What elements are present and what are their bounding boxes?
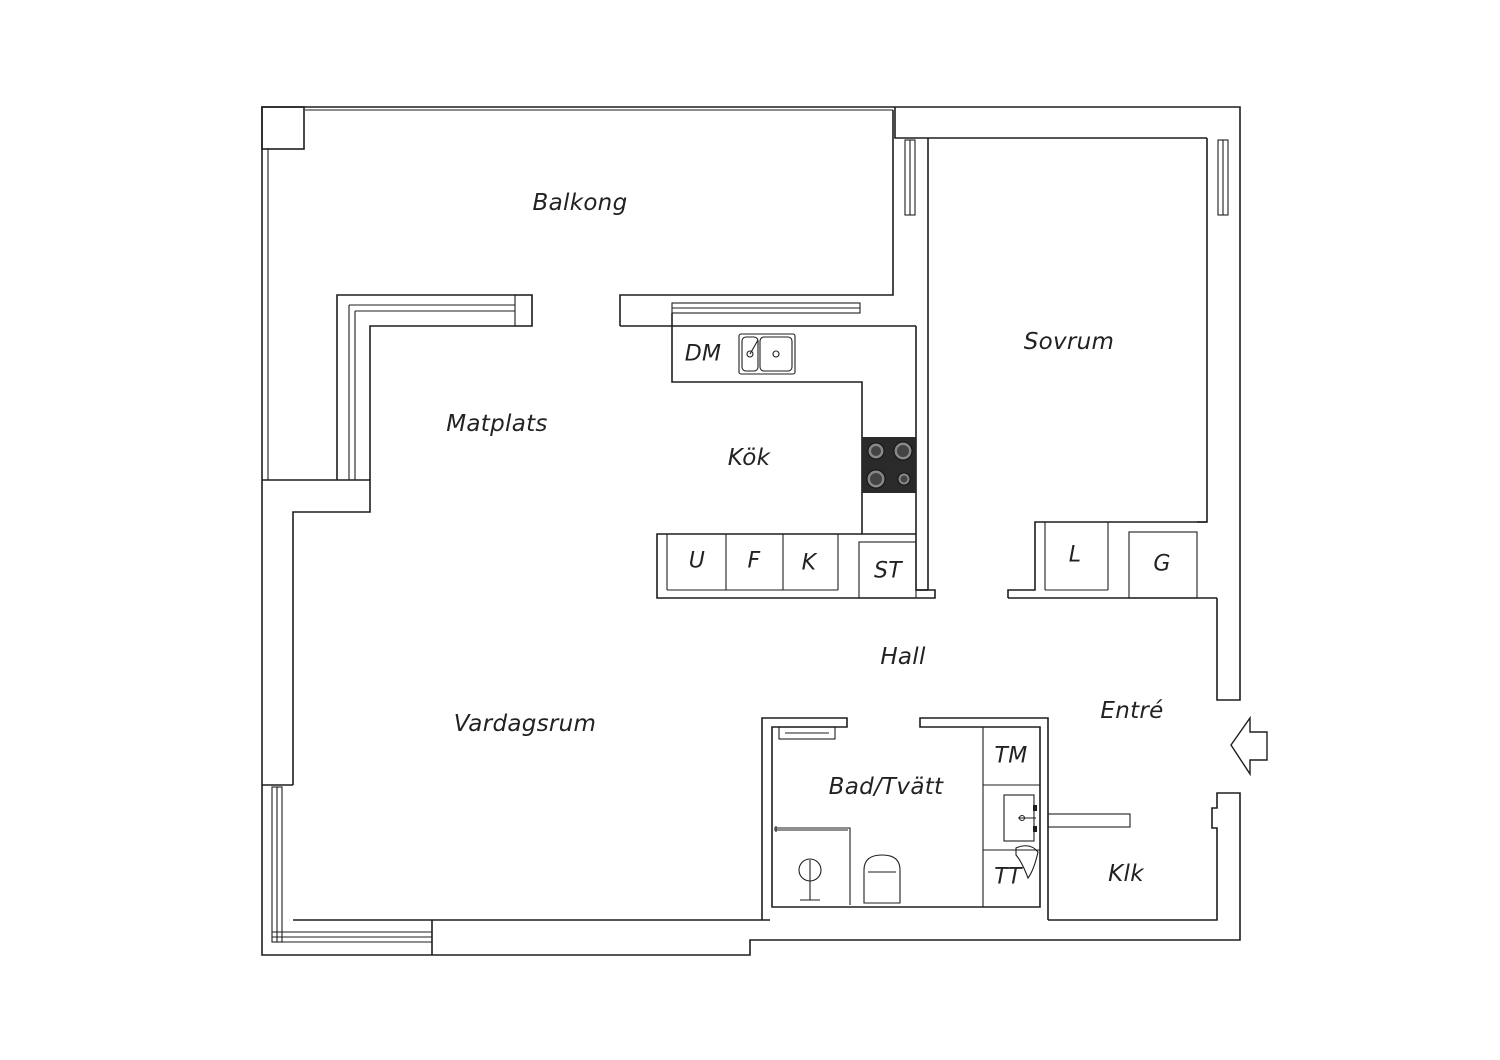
fixture-label-tt: TT (994, 864, 1022, 890)
kitchen (656, 138, 936, 599)
fixture-label-dm: DM (684, 341, 722, 367)
fixture-label-g: G (1153, 551, 1171, 577)
room-label-klk: Klk (1108, 861, 1144, 887)
fixture-label-l: L (1068, 542, 1082, 568)
sink-icon (738, 333, 796, 375)
room-label-entre: Entré (1100, 698, 1164, 724)
room-label-hall: Hall (880, 644, 926, 670)
bathroom (761, 717, 1131, 920)
room-label-balkong: Balkong (532, 190, 628, 216)
balcony-partition (336, 294, 862, 480)
fixture-label-u: U (688, 548, 706, 574)
stove-icon (862, 437, 916, 493)
entrance-arrow-icon (1230, 715, 1268, 777)
toilet-icon (863, 854, 901, 904)
bedroom-closets (1007, 521, 1217, 599)
room-label-bad-tvatt: Bad/Tvätt (828, 774, 944, 800)
outer-walls (261, 106, 1241, 956)
washbasin-icon (1003, 794, 1039, 880)
room-label-kok: Kök (727, 445, 771, 471)
fixture-label-st: ST (873, 558, 903, 584)
room-label-matplats: Matplats (446, 411, 548, 437)
room-label-vardagsrum: Vardagsrum (453, 711, 597, 737)
fixture-label-k: K (801, 550, 817, 576)
fixture-label-f: F (747, 548, 761, 574)
shower-icon (774, 826, 851, 905)
fixture-label-tm: TM (994, 743, 1028, 769)
room-label-sovrum: Sovrum (1023, 329, 1115, 355)
